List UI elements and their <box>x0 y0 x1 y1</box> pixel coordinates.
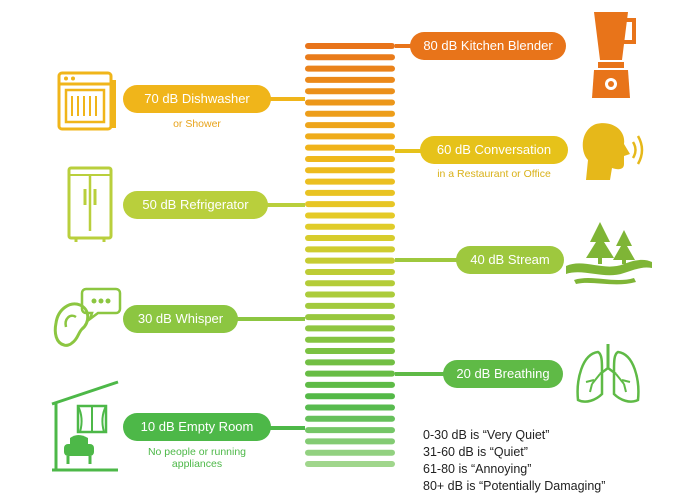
connector-breathing <box>395 372 445 376</box>
connector-blender <box>395 44 415 48</box>
label-blender: 80 dB Kitchen Blender <box>410 32 566 60</box>
connector-dishwasher <box>265 97 305 101</box>
scale-bar <box>305 257 395 264</box>
blender-icon <box>592 12 636 98</box>
scale-bar <box>305 212 395 219</box>
scale-bar <box>305 280 395 287</box>
scale-bar <box>305 122 395 129</box>
label-breathing: 20 dB Breathing <box>443 360 563 388</box>
label-empty-room: 10 dB Empty Room <box>123 413 271 441</box>
legend-annoying: 61-80 is “Annoying” <box>423 462 532 476</box>
connector-whisper <box>235 317 305 321</box>
scale-bar <box>305 348 395 355</box>
scale-bar <box>305 178 395 185</box>
scale-bar <box>305 133 395 140</box>
scale-bar <box>305 235 395 242</box>
refrigerator-icon <box>67 166 113 242</box>
lungs-icon <box>576 344 640 403</box>
scale-bar <box>305 291 395 298</box>
scale-bar <box>305 461 395 467</box>
scale-bar <box>305 144 395 151</box>
label-dishwasher: 70 dB Dishwasher <box>123 85 271 113</box>
legend-damaging: 80+ dB is “Potentially Damaging” <box>423 479 606 493</box>
stream-trees-icon <box>566 222 652 285</box>
scale-bar <box>305 336 395 343</box>
scale-bar <box>305 314 395 321</box>
label-refrigerator: 50 dB Refrigerator <box>123 191 268 219</box>
label-conversation-sub: in a Restaurant or Office <box>437 168 551 180</box>
label-whisper: 30 dB Whisper <box>123 305 238 333</box>
scale-bar <box>305 415 395 422</box>
ear-speech-icon <box>53 287 122 347</box>
house-armchair-icon <box>51 380 119 472</box>
legend-quiet: 31-60 dB is “Quiet” <box>423 445 528 459</box>
scale-bar <box>305 359 395 366</box>
label-empty-room-sub: No people or running appliances <box>123 446 271 470</box>
scale-bar <box>305 155 395 162</box>
scale-bar <box>305 246 395 253</box>
scale-bar <box>305 370 395 377</box>
connector-empty-room <box>268 426 305 430</box>
scale-bar <box>305 268 395 275</box>
dishwasher-icon <box>57 71 116 131</box>
label-conversation: 60 dB Conversation <box>420 136 568 164</box>
scale-bar <box>305 449 395 456</box>
scale-bar <box>305 99 395 106</box>
scale-bar <box>305 381 395 388</box>
label-empty-room-sub-line1: No people or running <box>147 446 247 458</box>
scale-bar <box>305 438 395 445</box>
scale-bar <box>305 393 395 400</box>
scale-bar <box>305 110 395 117</box>
scale-bar <box>305 54 395 61</box>
scale-bar <box>305 302 395 309</box>
label-empty-room-sub-line2: appliances <box>171 458 223 470</box>
legend: 0-30 dB is “Very Quiet” 31-60 dB is “Qui… <box>423 427 605 495</box>
scale-bar <box>305 404 395 411</box>
scale-bar <box>305 88 395 95</box>
scale-bar <box>305 189 395 196</box>
legend-very-quiet: 0-30 dB is “Very Quiet” <box>423 428 550 442</box>
speaking-head-icon <box>582 123 644 180</box>
connector-refrigerator <box>265 203 305 207</box>
scale-bar <box>305 76 395 83</box>
scale-bar <box>305 201 395 208</box>
scale-bar <box>305 167 395 174</box>
scale-bar <box>305 325 395 332</box>
label-dishwasher-sub: or Shower <box>173 118 221 130</box>
connector-conversation <box>395 149 425 153</box>
scale-bar <box>305 223 395 230</box>
label-stream: 40 dB Stream <box>456 246 564 274</box>
scale-bar <box>305 43 395 49</box>
connector-stream <box>395 258 457 262</box>
scale-bar <box>305 65 395 72</box>
scale-bar <box>305 427 395 434</box>
